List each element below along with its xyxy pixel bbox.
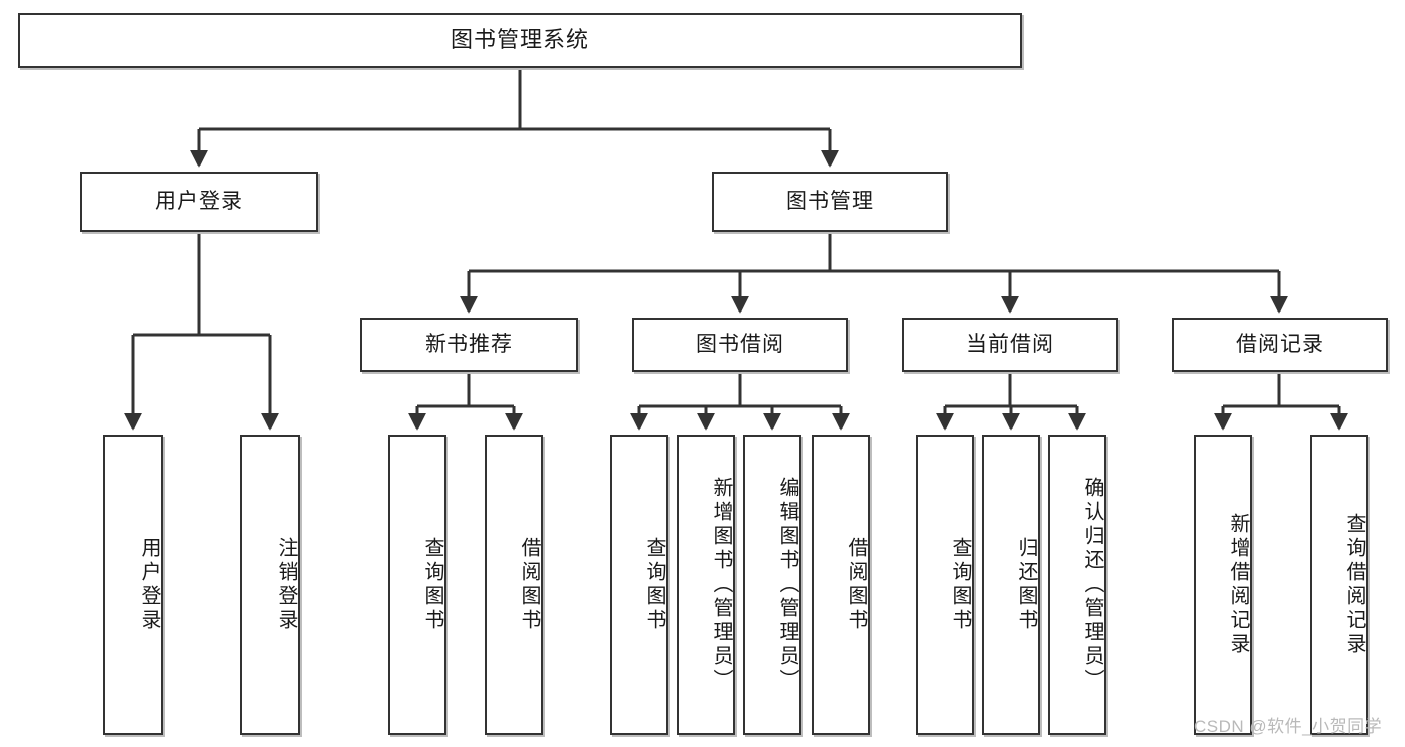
node-book-management-label: 图书管理 (786, 190, 874, 214)
node-current-borrow-label: 当前借阅 (966, 333, 1054, 357)
node-book-borrow[interactable]: 图书借阅 (632, 318, 848, 372)
node-user-login[interactable]: 用户登录 (80, 172, 318, 232)
node-root-label: 图书管理系统 (450, 27, 589, 53)
node-leaf-query-book-1[interactable]: 查询图书 (388, 435, 446, 735)
node-borrow-record-label: 借阅记录 (1236, 333, 1324, 357)
node-leaf-logout[interactable]: 注销登录 (240, 435, 300, 735)
node-current-borrow[interactable]: 当前借阅 (902, 318, 1118, 372)
node-leaf-add-book-label: 新增图书（管理员） (710, 477, 732, 693)
node-leaf-query-book-3-label: 查询图书 (949, 537, 971, 633)
node-new-book-recommend-label: 新书推荐 (425, 333, 513, 357)
node-leaf-confirm-return-label: 确认归还（管理员） (1081, 477, 1103, 693)
node-leaf-borrow-book-2-label: 借阅图书 (845, 537, 867, 633)
node-borrow-record[interactable]: 借阅记录 (1172, 318, 1388, 372)
node-leaf-confirm-return[interactable]: 确认归还（管理员） (1048, 435, 1106, 735)
node-leaf-borrow-book-2[interactable]: 借阅图书 (812, 435, 870, 735)
node-book-borrow-label: 图书借阅 (696, 333, 784, 357)
node-leaf-user-login[interactable]: 用户登录 (103, 435, 163, 735)
node-leaf-borrow-book-1-label: 借阅图书 (518, 537, 540, 633)
node-leaf-query-book-2-label: 查询图书 (643, 537, 665, 633)
node-root[interactable]: 图书管理系统 (18, 13, 1022, 68)
node-leaf-add-record[interactable]: 新增借阅记录 (1194, 435, 1252, 735)
node-new-book-recommend[interactable]: 新书推荐 (360, 318, 578, 372)
node-leaf-add-book[interactable]: 新增图书（管理员） (677, 435, 735, 735)
node-leaf-borrow-book-1[interactable]: 借阅图书 (485, 435, 543, 735)
watermark: CSDN @软件_小贺同学 (1194, 717, 1383, 736)
node-leaf-user-login-label: 用户登录 (138, 537, 160, 633)
node-user-login-label: 用户登录 (155, 190, 243, 214)
node-leaf-logout-label: 注销登录 (275, 537, 297, 633)
node-leaf-query-book-2[interactable]: 查询图书 (610, 435, 668, 735)
node-book-management[interactable]: 图书管理 (712, 172, 948, 232)
node-leaf-query-book-3[interactable]: 查询图书 (916, 435, 974, 735)
node-leaf-add-record-label: 新增借阅记录 (1227, 513, 1249, 657)
node-leaf-edit-book-label: 编辑图书（管理员） (776, 477, 798, 693)
node-leaf-query-book-1-label: 查询图书 (421, 537, 443, 633)
node-leaf-edit-book[interactable]: 编辑图书（管理员） (743, 435, 801, 735)
node-leaf-query-record[interactable]: 查询借阅记录 (1310, 435, 1368, 735)
node-leaf-return-book-label: 归还图书 (1015, 537, 1037, 633)
node-leaf-return-book[interactable]: 归还图书 (982, 435, 1040, 735)
node-leaf-query-record-label: 查询借阅记录 (1343, 513, 1365, 657)
